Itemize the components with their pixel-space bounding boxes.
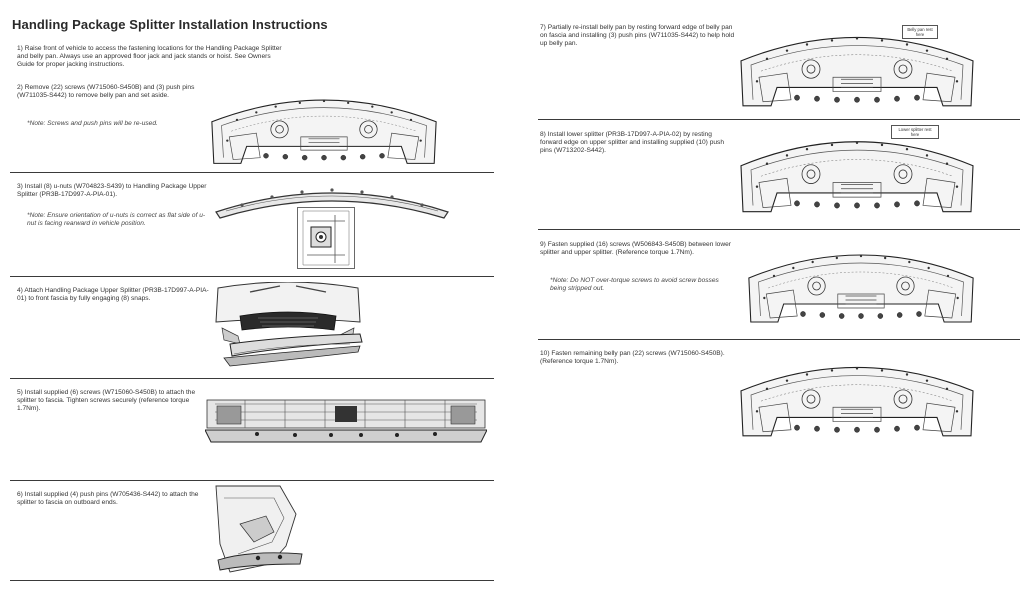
divider [538,339,1020,341]
step-9-text: 9) Fasten supplied (16) screws (W506843-… [540,241,731,257]
step-7-text: 7) Partially re-install belly pan by res… [540,24,735,48]
divider [10,378,494,380]
step-3-note: *Note: Ensure orientation of u-nuts is c… [27,212,206,228]
step-8-text: 8) Install lower splitter (PR3B-17D997-A… [540,131,725,155]
step-10-text: 10) Fasten remaining belly pan (22) scre… [540,350,725,366]
divider [538,119,1020,121]
step-1-text: 1) Raise front of vehicle to access the … [17,45,282,69]
step-2-text: 2) Remove (22) screws (W715060-S450B) an… [17,84,195,100]
underbody-diagram-step-8 [737,124,977,218]
divider [10,580,494,582]
divider [10,172,494,174]
underbody-diagram-step-2 [208,84,440,169]
step-6-text: 6) Install supplied (4) push pins (W7054… [17,491,199,507]
belly-pan-callout: Belly pan rest here [902,25,938,39]
divider [538,229,1020,231]
underbody-diagram-step-10 [737,350,977,442]
underbody-diagram-step-9 [745,238,977,328]
underbody-diagram-step-7 [737,20,977,112]
splitter-diagram [212,178,452,222]
page-title: Handling Package Splitter Installation I… [12,17,328,32]
divider [10,480,494,482]
step-2-note: *Note: Screws and push pins will be re-u… [27,120,158,127]
divider [10,276,494,278]
step-4-text: 4) Attach Handling Package Upper Splitte… [17,287,209,303]
step-3-text: 3) Install (8) u-nuts (W704823-S439) to … [17,183,207,199]
step-9-note: *Note: Do NOT over-torque screws to avoi… [550,277,719,293]
fascia-close-up [205,398,487,446]
lower-splitter-callout: Lower splitter rest here [891,125,939,139]
u-nut-detail [297,207,355,269]
step-5-text: 5) Install supplied (6) screws (W715060-… [17,389,196,413]
vehicle-front-view [210,282,366,372]
outboard-end-detail [210,484,306,576]
